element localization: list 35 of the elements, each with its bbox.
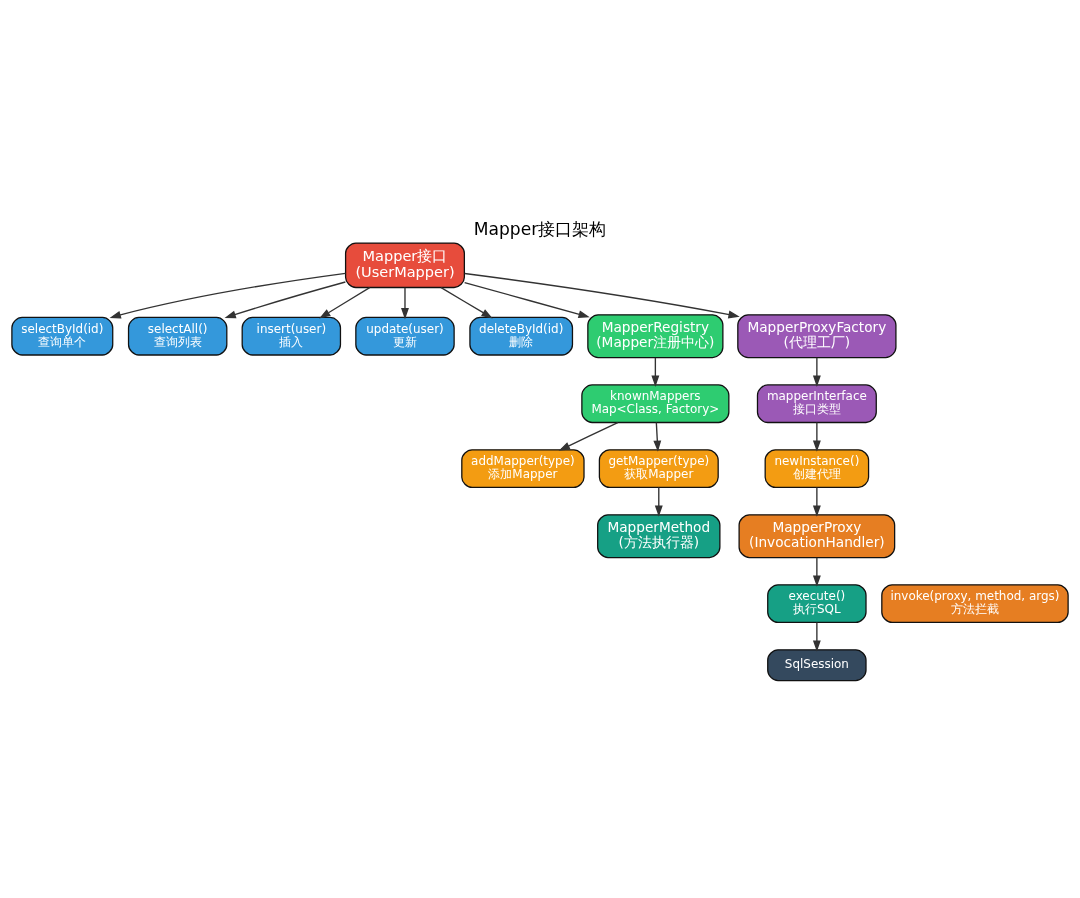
arrow: [812, 486, 821, 517]
diagram-title: Mapper接口架构: [473, 218, 607, 239]
node-box: mapperInterface 接口类型: [756, 384, 877, 424]
node-box: SqlSession: [767, 649, 867, 682]
node-box: MapperProxy (InvocationHandler): [738, 514, 896, 559]
node-box: Mapper接口 (UserMapper): [344, 242, 465, 289]
arrow: [109, 272, 347, 319]
arrow: [654, 486, 663, 517]
node-box: getMapper(type) 获取Mapper: [598, 449, 719, 489]
node-box: knownMappers Map<Class, Factory>: [581, 384, 730, 424]
node-box: invoke(proxy, method, args) 方法拦截: [881, 584, 1069, 624]
node-box: MapperRegistry (Mapper注册中心): [587, 314, 724, 359]
node-box: addMapper(type) 添加Mapper: [461, 449, 585, 489]
arrow: [651, 357, 660, 387]
arrow: [401, 286, 409, 320]
node-box: selectAll() 查询列表: [127, 316, 228, 356]
node-box: execute() 执行SQL: [767, 584, 867, 624]
arrow: [653, 421, 662, 452]
arrow: [319, 286, 371, 319]
node-box: update(user) 更新: [355, 316, 455, 356]
arrow: [812, 621, 821, 652]
node-box: newInstance() 创建代理: [764, 449, 870, 489]
node-box: MapperMethod (方法执行器): [597, 514, 721, 559]
arrow: [558, 421, 619, 451]
arrow: [224, 281, 347, 319]
arrow: [812, 421, 821, 452]
node-box: insert(user) 插入: [241, 316, 342, 356]
arrow: [812, 557, 821, 587]
node-box: selectById(id) 查询单个: [11, 316, 114, 356]
node-box: deleteById(id) 删除: [469, 316, 574, 356]
arrow: [440, 286, 493, 319]
arrow: [812, 357, 821, 387]
node-box: MapperProxyFactory (代理工厂): [737, 314, 897, 359]
arrow: [463, 281, 590, 318]
arrow: [463, 272, 740, 319]
